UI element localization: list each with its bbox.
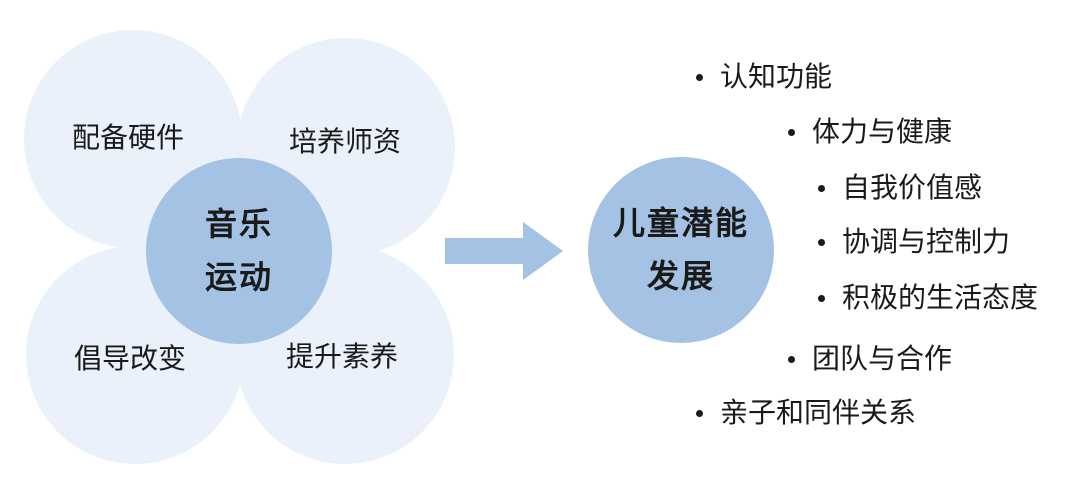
target-circle: 儿童潜能 发展 [588, 157, 774, 343]
center-hub: 音乐 运动 [146, 158, 332, 344]
bullet-icon [696, 73, 703, 81]
petal-label-hardware: 配备硬件 [72, 121, 185, 154]
petal-label-literacy: 提升素养 [286, 340, 399, 373]
outcome-label: 亲子和同伴关系 [720, 396, 917, 429]
outcome-label: 体力与健康 [812, 115, 953, 148]
outcome-item: 认知功能 [696, 63, 832, 91]
petal-label-teachers: 培养师资 [289, 125, 402, 158]
outcome-label: 协调与控制力 [842, 225, 1011, 258]
bullet-icon [818, 238, 825, 246]
petal-label-advocate: 倡导改变 [74, 342, 187, 375]
outcome-item: 自我价值感 [818, 174, 982, 202]
target-line1: 儿童潜能 [612, 204, 749, 243]
outcome-item: 协调与控制力 [818, 228, 1010, 256]
right-arrow-icon [445, 222, 563, 280]
outcome-label: 认知功能 [720, 60, 833, 93]
outcome-item: 团队与合作 [788, 345, 952, 373]
outcome-label: 团队与合作 [812, 342, 953, 375]
bullet-icon [788, 355, 795, 363]
outcome-item: 积极的生活态度 [818, 284, 1038, 312]
outcome-label: 积极的生活态度 [842, 281, 1039, 314]
center-hub-line2: 运动 [204, 258, 273, 296]
bullet-icon [818, 184, 825, 192]
center-hub-line1: 音乐 [204, 205, 273, 244]
outcome-label: 自我价值感 [842, 171, 983, 204]
bullet-icon [818, 294, 825, 302]
outcome-item: 亲子和同伴关系 [696, 399, 916, 427]
bullet-icon [696, 409, 703, 417]
target-line2: 发展 [646, 257, 715, 295]
outcome-item: 体力与健康 [788, 118, 952, 146]
bullet-icon [788, 128, 795, 136]
